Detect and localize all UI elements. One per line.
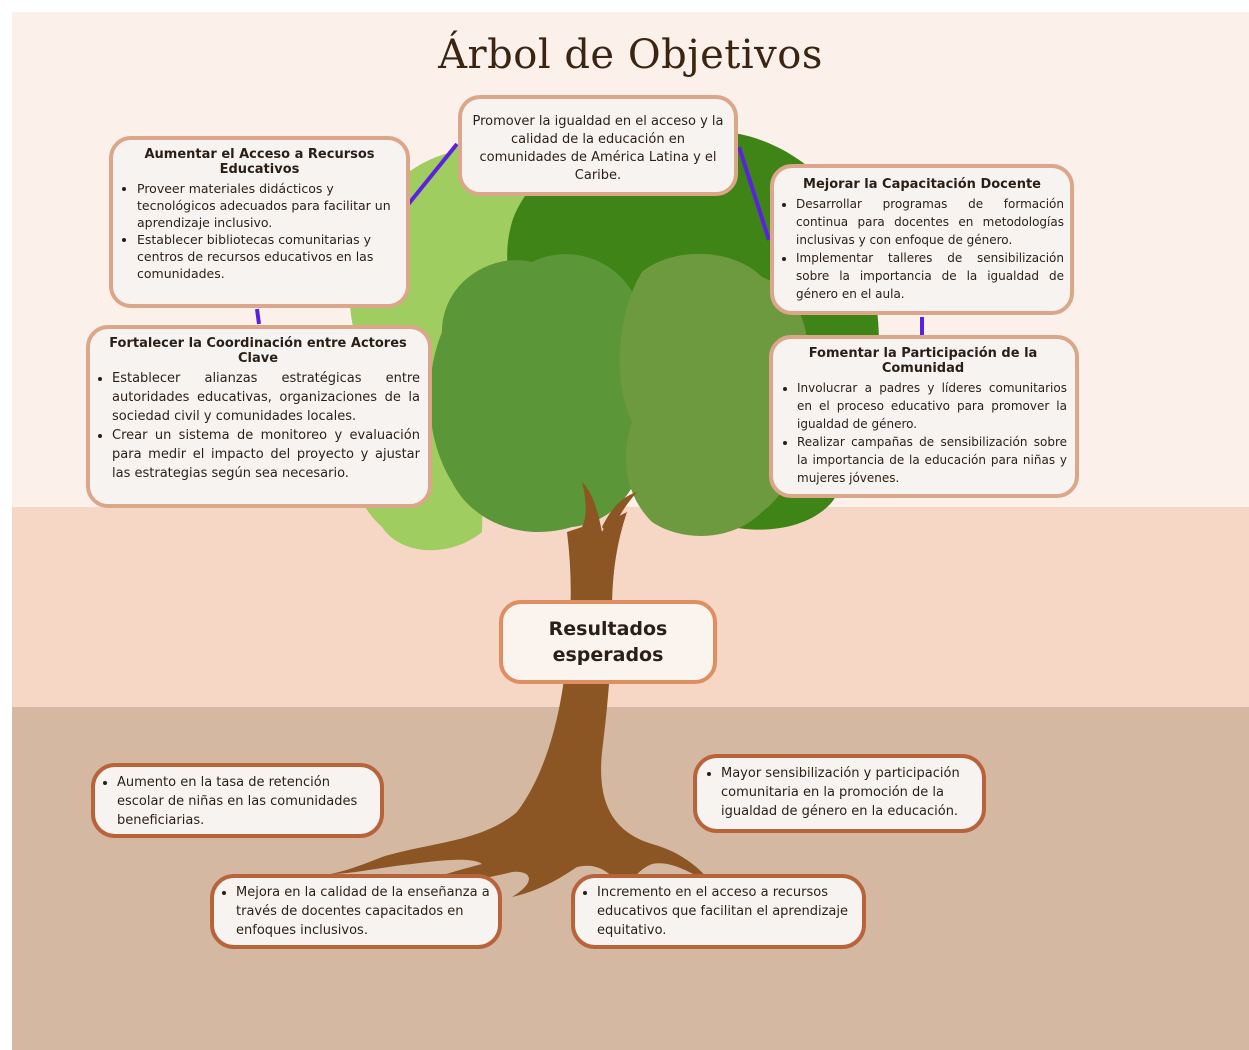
- diagram-canvas: Árbol de Objetivos Promover la igualdad …: [12, 12, 1249, 1050]
- objective-participacion-item: Realizar campañas de sensibilización sob…: [797, 433, 1067, 487]
- objective-recursos-heading: Aumentar el Acceso a Recursos Educativos: [144, 147, 375, 177]
- result-box: Mejora en la calidad de la enseñanza a t…: [210, 874, 502, 949]
- objective-coordinacion-list: Establecer alianzas estratégicas entre a…: [96, 369, 420, 483]
- objective-coordinacion-heading: Fortalecer la Coordinación entre Actores…: [109, 336, 407, 366]
- canopy-olive: [619, 253, 808, 536]
- objective-participacion-heading: Fomentar la Participación de la Comunida…: [808, 346, 1038, 376]
- result-list: Mejora en la calidad de la enseñanza a t…: [220, 883, 492, 940]
- result-box: Aumento en la tasa de retención escolar …: [91, 763, 384, 838]
- result-list: Mayor sensibilización y participación co…: [701, 764, 976, 821]
- objective-capacitacion-heading: Mejorar la Capacitación Docente: [803, 177, 1041, 192]
- result-item: Aumento en la tasa de retención escolar …: [117, 773, 372, 830]
- result-list: Incremento en el acceso a recursos educa…: [581, 883, 856, 940]
- objective-recursos-item: Proveer materiales didácticos y tecnológ…: [137, 180, 398, 231]
- results-label: Resultados esperados: [548, 618, 668, 666]
- tree-trunk: [330, 482, 712, 897]
- objective-participacion-item: Involucrar a padres y líderes comunitari…: [797, 379, 1067, 433]
- result-item: Mayor sensibilización y participación co…: [721, 764, 976, 821]
- objective-capacitacion-list: Desarrollar programas de formación conti…: [780, 195, 1064, 303]
- objective-capacitacion-item: Implementar talleres de sensibilización …: [796, 249, 1064, 303]
- objective-capacitacion-box: Mejorar la Capacitación Docente Desarrol…: [770, 164, 1074, 315]
- objective-recursos-box: Aumentar el Acceso a Recursos Educativos…: [109, 136, 410, 308]
- canopy-mid: [429, 254, 657, 532]
- result-box: Mayor sensibilización y participación co…: [693, 754, 986, 833]
- objective-capacitacion-item: Desarrollar programas de formación conti…: [796, 195, 1064, 249]
- result-list: Aumento en la tasa de retención escolar …: [101, 773, 372, 830]
- result-box: Incremento en el acceso a recursos educa…: [571, 874, 866, 949]
- objective-participacion-list: Involucrar a padres y líderes comunitari…: [779, 379, 1067, 487]
- objective-coordinacion-item: Establecer alianzas estratégicas entre a…: [112, 369, 420, 426]
- objective-participacion-box: Fomentar la Participación de la Comunida…: [769, 335, 1079, 498]
- objective-recursos-item: Establecer bibliotecas comunitarias y ce…: [137, 231, 398, 282]
- result-item: Incremento en el acceso a recursos educa…: [597, 883, 856, 940]
- objective-coordinacion-item: Crear un sistema de monitoreo y evaluaci…: [112, 426, 420, 483]
- result-item: Mejora en la calidad de la enseñanza a t…: [236, 883, 492, 940]
- goal-text: Promover la igualdad en el acceso y la c…: [472, 114, 724, 183]
- goal-box: Promover la igualdad en el acceso y la c…: [458, 95, 738, 196]
- page-title: Árbol de Objetivos: [438, 32, 823, 78]
- objective-coordinacion-box: Fortalecer la Coordinación entre Actores…: [86, 325, 432, 508]
- results-label-box: Resultados esperados: [499, 600, 717, 684]
- objective-recursos-list: Proveer materiales didácticos y tecnológ…: [121, 180, 398, 282]
